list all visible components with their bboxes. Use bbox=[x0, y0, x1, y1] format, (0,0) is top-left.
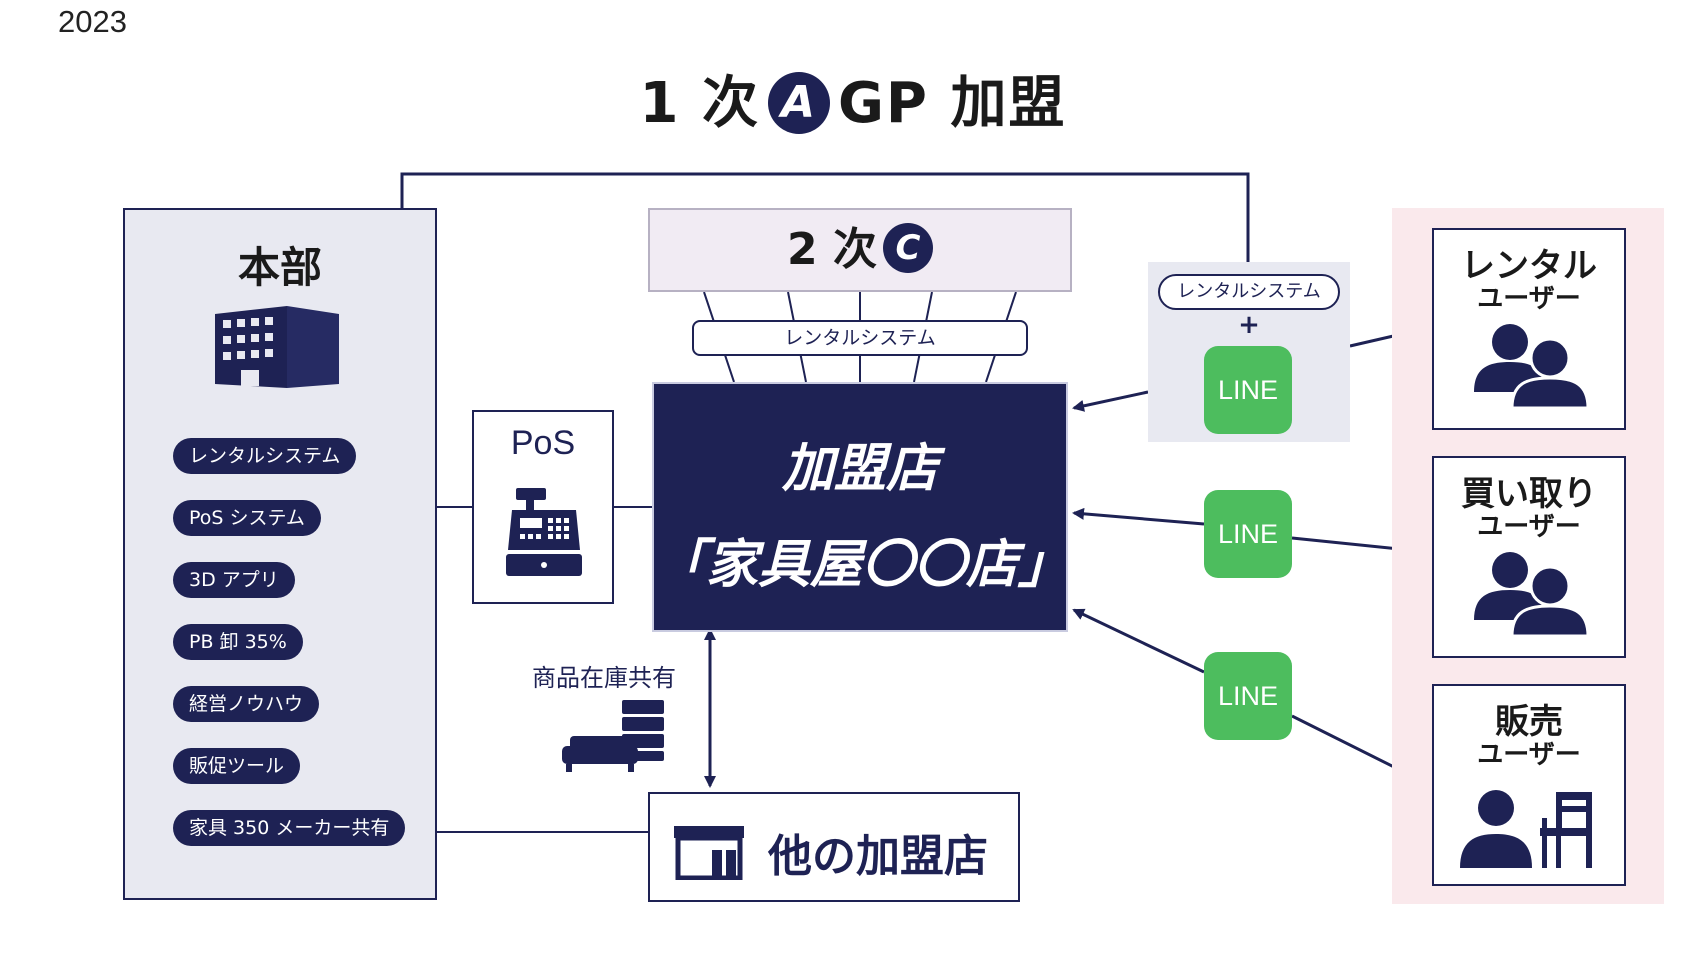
people-icon bbox=[1474, 552, 1590, 636]
other-stores-box: 他の加盟店 bbox=[648, 792, 1020, 902]
hq-item-pos-system: PoS システム bbox=[173, 500, 321, 536]
inventory-icon bbox=[562, 700, 664, 772]
buyback-user-title: 買い取り bbox=[1461, 474, 1597, 514]
pos-label: PoS bbox=[510, 424, 576, 462]
line-badge-buyback: LINE bbox=[1204, 490, 1292, 578]
headquarters-panel: 本部 レンタルシステム PoS システム 3D アプリ PB 卸 35% 経営ノ… bbox=[123, 208, 437, 900]
sales-user-box: 販売 ユーザー bbox=[1432, 684, 1626, 886]
hq-item-promo-tools: 販促ツール bbox=[173, 748, 301, 784]
line-badge-sales: LINE bbox=[1204, 652, 1292, 740]
rental-user-title: レンタル bbox=[1461, 246, 1597, 286]
secondary-badge: C bbox=[882, 223, 933, 273]
rental-user-box: レンタル ユーザー bbox=[1432, 228, 1626, 430]
title-prefix: 1 次 bbox=[639, 71, 760, 136]
sales-user-title: 販売 bbox=[1495, 702, 1563, 742]
hq-item-3d-app: 3D アプリ bbox=[173, 562, 295, 598]
year-label: 2023 bbox=[58, 4, 127, 39]
headquarters-title: 本部 bbox=[237, 243, 322, 292]
cash-register-icon bbox=[506, 488, 582, 576]
storefront-icon bbox=[674, 826, 744, 880]
building-icon bbox=[215, 306, 339, 388]
title-suffix: GP 加盟 bbox=[837, 71, 1067, 136]
stock-share-label: 商品在庫共有 bbox=[532, 664, 676, 692]
rental-system-bar: レンタルシステム bbox=[692, 320, 1028, 356]
line-badge-rental: LINE bbox=[1204, 346, 1292, 434]
sales-user-sub: ユーザー bbox=[1477, 740, 1581, 770]
hq-item-rental-system: レンタルシステム bbox=[173, 438, 357, 474]
title-badge: A bbox=[767, 71, 830, 134]
member-store-name: 「家具屋〇〇店」 bbox=[654, 535, 1071, 595]
pos-box: PoS bbox=[472, 410, 614, 604]
person-chair-icon bbox=[1460, 790, 1592, 868]
member-store-label: 加盟店 bbox=[781, 439, 938, 499]
people-icon bbox=[1474, 324, 1590, 408]
hq-item-pb-wholesale: PB 卸 35% bbox=[173, 624, 303, 660]
rental-user-sub: ユーザー bbox=[1477, 284, 1581, 314]
member-store-box: 加盟店 「家具屋〇〇店」 bbox=[652, 382, 1071, 632]
other-stores-label: 他の加盟店 bbox=[768, 831, 988, 882]
secondary-label: 2 次 bbox=[787, 224, 877, 275]
hq-item-furniture-makers: 家具 350 メーカー共有 bbox=[173, 810, 406, 846]
plus-sign: + bbox=[1238, 310, 1260, 340]
buyback-user-sub: ユーザー bbox=[1477, 512, 1581, 542]
hq-item-management-knowhow: 経営ノウハウ bbox=[173, 686, 320, 722]
rental-system-pill: レンタルシステム bbox=[1158, 274, 1340, 310]
buyback-user-box: 買い取り ユーザー bbox=[1432, 456, 1626, 658]
